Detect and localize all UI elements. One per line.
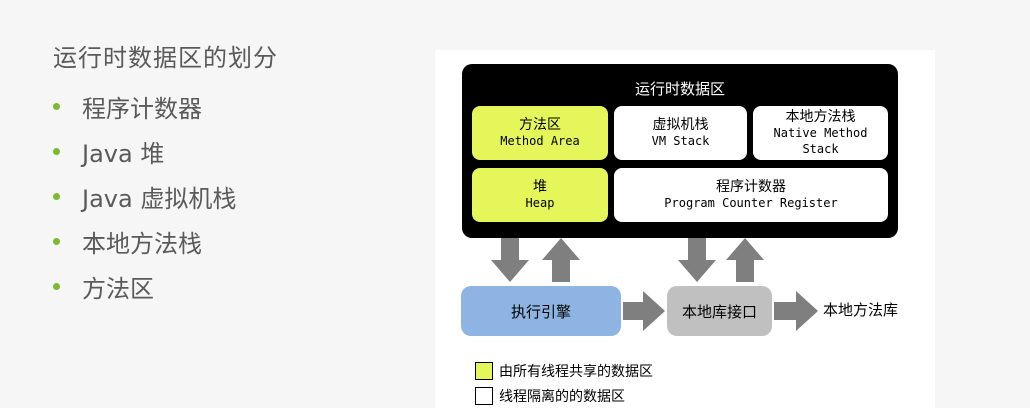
bullet-text: 本地方法栈 — [82, 230, 202, 258]
bullet-text: 程序计数器 — [82, 95, 202, 123]
arrow-up-native-icon — [726, 238, 764, 282]
vm-stack-label: 虚拟机栈 — [652, 117, 709, 133]
arrow-down-native-icon — [678, 238, 716, 282]
bullet-item: 程序计数器 — [53, 84, 236, 129]
legend-private: 线程隔离的的数据区 — [475, 386, 625, 406]
vm-stack-box: 虚拟机栈 VM Stack — [614, 106, 747, 160]
bullet-item: Java 堆 — [53, 129, 236, 174]
bullet-item: Java 虚拟机栈 — [53, 174, 236, 219]
pc-register-label: 程序计数器 — [716, 179, 786, 195]
method-area-box: 方法区 Method Area — [472, 106, 608, 160]
bullet-dot-icon — [53, 283, 60, 290]
native-stack-label: 本地方法栈 — [785, 109, 856, 125]
heap-box: 堆 Heap — [472, 168, 608, 222]
jvm-runtime-diagram: 运行时数据区 方法区 Method Area 虚拟机栈 VM Stack 本地方… — [435, 50, 935, 408]
bullet-dot-icon — [53, 238, 60, 245]
method-area-label: 方法区 — [519, 117, 561, 133]
legend-shared-label: 由所有线程共享的数据区 — [499, 364, 653, 380]
legend-private-swatch — [475, 387, 493, 405]
native-library-label: 本地方法库 — [823, 301, 899, 319]
bullet-dot-icon — [53, 103, 60, 110]
bullet-item: 方法区 — [53, 264, 236, 309]
flow-arrows — [491, 238, 818, 331]
runtime-data-area: 运行时数据区 方法区 Method Area 虚拟机栈 VM Stack 本地方… — [462, 64, 898, 238]
method-area-label-en: Method Area — [500, 134, 580, 148]
heap-label-en: Heap — [525, 196, 555, 210]
bullet-text: Java 堆 — [82, 140, 165, 168]
pc-register-box: 程序计数器 Program Counter Register — [614, 168, 888, 222]
bullet-dot-icon — [53, 148, 60, 155]
bullet-text: 方法区 — [82, 275, 154, 303]
slide-title: 运行时数据区的划分 — [53, 44, 278, 72]
native-stack-label-en-1: Native Method — [773, 126, 868, 140]
bullet-item: 本地方法栈 — [53, 219, 236, 264]
arrow-down-engine-icon — [491, 238, 529, 282]
runtime-data-area-title: 运行时数据区 — [634, 80, 725, 98]
native-interface-box: 本地库接口 — [667, 286, 772, 336]
arrow-right-native-icon — [774, 291, 818, 331]
legend-shared: 由所有线程共享的数据区 — [475, 361, 653, 381]
vm-stack-label-en: VM Stack — [651, 134, 710, 148]
legend-shared-swatch — [475, 362, 493, 380]
arrow-right-engine-icon — [623, 291, 665, 331]
pc-register-label-en: Program Counter Register — [664, 196, 838, 210]
bullet-text: Java 虚拟机栈 — [82, 185, 237, 213]
heap-label: 堆 — [533, 179, 547, 195]
bullet-list: 程序计数器 Java 堆 Java 虚拟机栈 本地方法栈 方法区 — [53, 84, 236, 309]
execution-engine-box: 执行引擎 — [461, 286, 621, 336]
bullet-dot-icon — [53, 193, 60, 200]
native-method-stack-box: 本地方法栈 Native Method Stack — [753, 106, 888, 160]
arrow-up-engine-icon — [542, 238, 580, 282]
legend-private-label: 线程隔离的的数据区 — [499, 389, 625, 405]
native-stack-label-en-2: Stack — [802, 142, 839, 156]
